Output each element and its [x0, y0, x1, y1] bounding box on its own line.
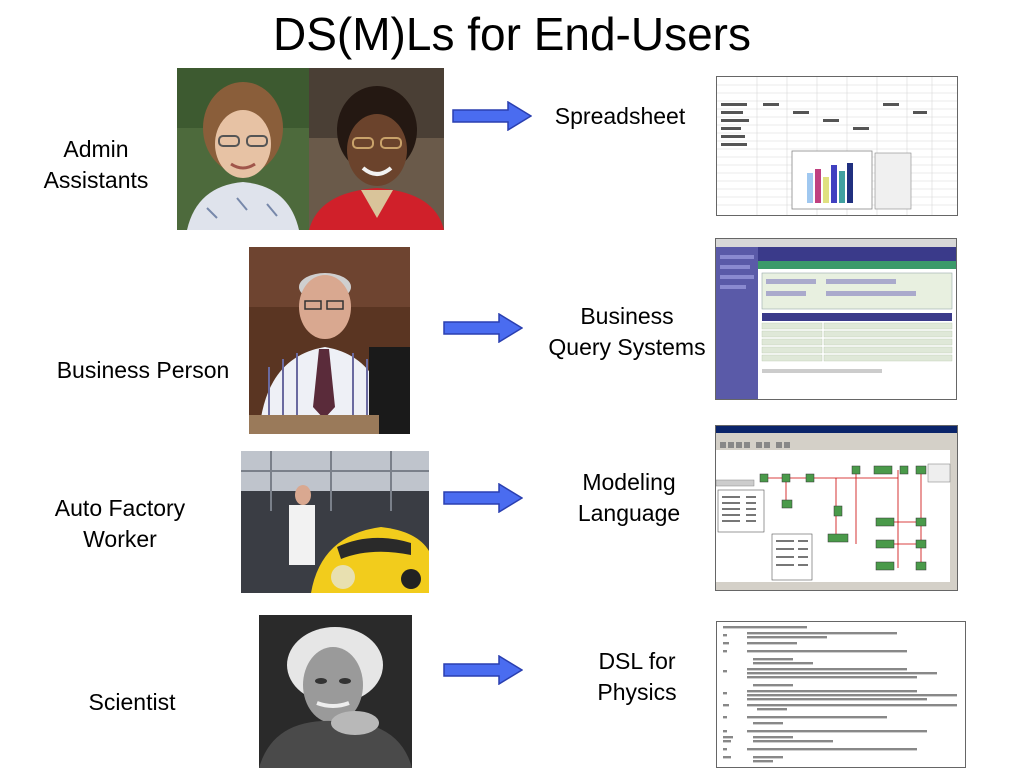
business-query-screenshot: [715, 238, 957, 400]
photo-admin-assistant-2: [309, 68, 444, 230]
right-arrow-icon: [443, 483, 523, 513]
photo-auto-factory-worker: [241, 451, 429, 593]
target-label-business-query-systems: Business Query Systems: [548, 303, 706, 360]
target-label-dsl-for-physics: DSL for Physics: [597, 648, 677, 705]
user-label-business-person: Business Person: [56, 357, 230, 383]
user-label-scientist: Scientist: [88, 689, 176, 715]
slide-title: DS(M)Ls for End-Users: [273, 8, 751, 60]
photo-scientist: [259, 615, 412, 768]
right-arrow-icon: [443, 655, 523, 685]
spreadsheet-screenshot: [716, 76, 958, 216]
physics-dsl-code-screenshot: [716, 621, 966, 768]
user-label-admin: Admin Assistants: [43, 136, 149, 193]
right-arrow-icon: [452, 101, 532, 131]
photo-business-person: [249, 247, 410, 434]
target-label-modeling-language: Modeling Language: [577, 469, 681, 526]
target-label-spreadsheet: Spreadsheet: [554, 103, 686, 129]
photo-admin-assistant-1: [177, 68, 309, 230]
modeling-language-screenshot: [715, 425, 958, 591]
user-label-auto-factory-worker: Auto Factory Worker: [54, 495, 186, 552]
right-arrow-icon: [443, 313, 523, 343]
